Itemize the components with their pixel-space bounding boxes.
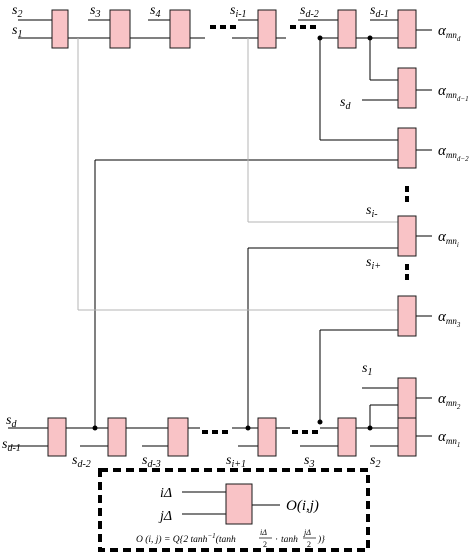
label-alpha-d-2: αmnd−2 [438,143,469,163]
node-bot-1 [47,417,67,457]
legend-frac-2: jΔ 2 [303,528,316,549]
legend-output: O(i,j) [286,498,319,514]
bottom-chain-labels: sd sd-1 sd-2 sd-3 si+1 s3 s2 [2,413,380,470]
svg-text:2: 2 [307,540,311,549]
junction-dot [317,35,323,41]
label-top-sd-1: sd-1 [370,3,389,20]
label-top-sd-2: sd-2 [300,3,319,20]
node-top-5 [337,9,357,49]
label-si-plus: si+ [366,255,381,272]
label-top-s1: s1 [12,23,22,40]
junction-dot [92,425,98,431]
legend-input-bottom: jΔ [158,509,172,524]
node-right-2 [397,67,417,109]
ellipsis-marks [202,25,409,434]
label-top-s3: s3 [90,3,100,20]
node-top-4 [257,9,277,49]
node-top-3 [169,9,191,49]
node-right-6 [397,377,417,419]
node-right-3 [397,127,417,169]
ellipsis-right-upper [405,186,409,202]
junction-dot [367,425,373,431]
label-alpha-d: αmnd [438,23,461,43]
label-bot-sd-1: sd-1 [2,437,21,454]
label-bot-sd-2: sd-2 [72,453,91,470]
label-top-si-1: si-1 [230,3,247,20]
svg-text:jΔ: jΔ [303,528,311,537]
ellipsis-bottom-right [292,430,318,434]
top-chain-nodes [51,9,417,49]
junction-dots [92,35,373,431]
label-bot-s2: s2 [370,453,380,470]
node-bot-4 [257,417,277,457]
node-bot-6 [397,417,417,457]
svg-text:2: 2 [263,540,267,549]
label-bot-sd: sd [6,413,17,430]
label-bot-s3: s3 [304,453,314,470]
top-chain-labels: s2 s1 s3 s4 si-1 sd-2 sd-1 [12,3,389,40]
legend-input-top: iΔ [160,486,172,501]
node-right-i [397,215,417,257]
legend-formula-end: )} [317,534,325,545]
label-top-s4: s4 [150,3,160,20]
label-sd: sd [340,95,351,112]
junction-dot [245,425,251,431]
ellipsis-right-lower [405,264,409,280]
label-alpha-2: αmn2 [438,391,461,411]
junction-dot [317,419,323,425]
legend-dot: · [275,535,278,545]
label-s1: s1 [362,361,372,378]
node-top-6 [397,9,417,49]
side-input-labels: sd si- si+ s1 [340,95,381,378]
legend-frac-1: iΔ 2 [259,528,272,549]
label-alpha-1: αmn1 [438,429,460,449]
node-bot-5 [337,417,357,457]
label-alpha-3: αmn3 [438,309,461,329]
legend: iΔ jΔ O(i,j) O (i, j) = Q{2 tanh−1(tanh … [98,468,370,552]
ellipsis-top-right [290,25,316,29]
svg-text:iΔ: iΔ [260,528,267,537]
wires [8,19,432,447]
label-alpha-d-1: αmnd−1 [438,83,469,103]
node-top-1 [51,9,69,49]
label-si-minus: si- [366,203,378,220]
ellipsis-top-left [210,25,236,29]
node-bot-3 [167,417,189,457]
label-top-s2: s2 [12,3,22,20]
legend-tanh2: tanh [281,535,298,545]
label-bot-sd-3: sd-3 [142,453,161,470]
junction-dot [367,35,373,41]
output-labels: αmnd αmnd−1 αmnd−2 αmni αmn3 αmn2 αmn1 [438,23,469,449]
ellipsis-bottom-left [202,430,228,434]
label-bot-si+1: si+1 [226,453,246,470]
node-bot-2 [107,417,127,457]
node-top-2 [109,9,131,49]
label-alpha-i: αmni [438,229,459,249]
legend-node [225,483,253,525]
legend-border [98,468,370,552]
bottom-chain-nodes [47,417,417,457]
legend-formula: O (i, j) = Q{2 tanh−1(tanh [136,532,236,545]
right-column-nodes [397,67,417,419]
node-right-5 [397,295,417,337]
